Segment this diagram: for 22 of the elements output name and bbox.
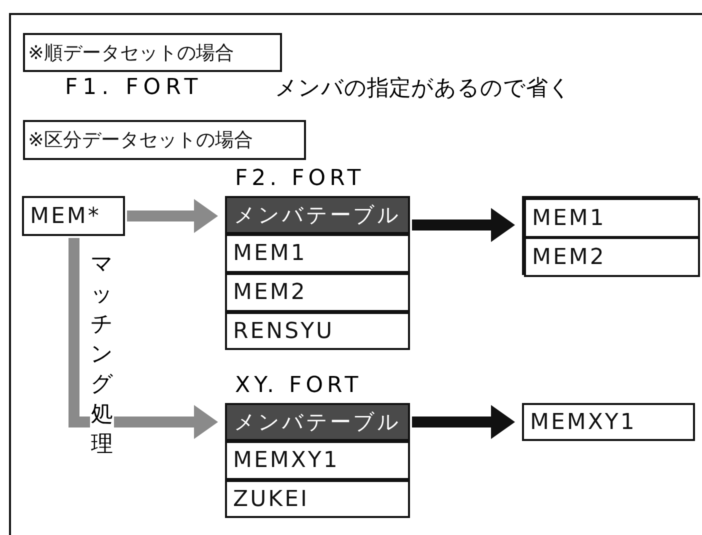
- arrow: [412, 405, 515, 439]
- table-title: F2. FORT: [235, 166, 365, 191]
- header-cell: メンバテーブル: [225, 196, 410, 234]
- result-box: [522, 196, 698, 275]
- table-row: MEMXY1: [225, 441, 410, 480]
- name-box: MEM*: [22, 196, 125, 236]
- heading-box: ※順データセットの場合: [23, 33, 282, 72]
- file-name: F1. FORT: [65, 75, 203, 100]
- table-row: MEM2: [524, 237, 700, 277]
- table-row: MEM1: [524, 198, 700, 238]
- note-text: メンバの指定があるので省く: [275, 75, 571, 103]
- table-row: MEM2: [225, 273, 410, 312]
- arrow: [412, 208, 515, 242]
- table-title: XY. FORT: [235, 373, 362, 398]
- table-row: ZUKEI: [225, 480, 410, 518]
- arrow: [68, 238, 218, 439]
- arrow: [127, 199, 218, 233]
- name-box: MEMXY1: [522, 403, 695, 441]
- table-row: MEM1: [225, 234, 410, 273]
- heading-box: ※区分データセットの場合: [23, 120, 306, 160]
- table-row: RENSYU: [225, 312, 410, 350]
- header-cell: メンバテーブル: [225, 403, 410, 441]
